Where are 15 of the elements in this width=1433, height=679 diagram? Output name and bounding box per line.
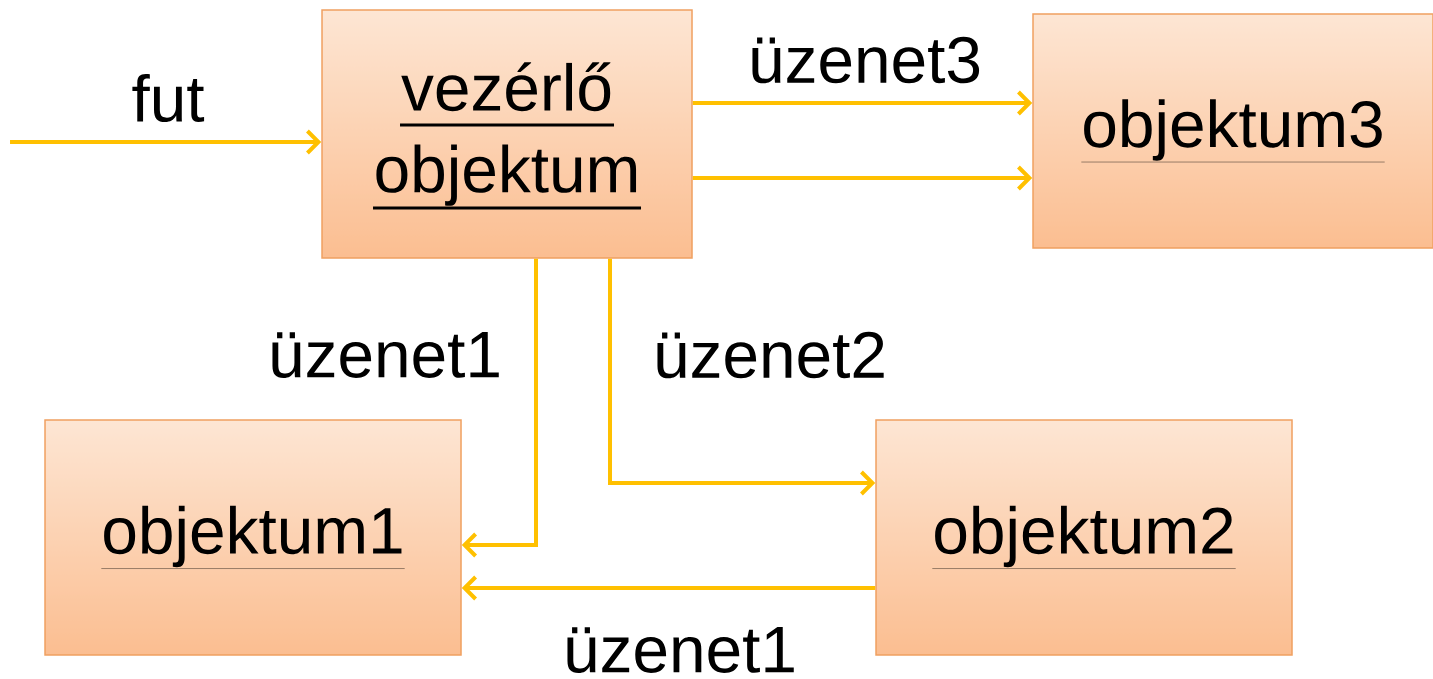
edge-label: üzenet3 — [752, 36, 980, 84]
arrow — [692, 165, 1033, 191]
edge-label: fut — [132, 73, 205, 123]
arrow — [461, 258, 538, 558]
arrow — [461, 575, 876, 601]
object-box: objektum1 — [44, 419, 462, 656]
object-box: objektum2 — [875, 419, 1293, 656]
arrow — [10, 129, 322, 155]
edge-label: üzenet2 — [657, 331, 884, 379]
edge-label: üzenet1 — [567, 627, 794, 673]
object-box: objektum3 — [1032, 13, 1433, 249]
arrow — [692, 90, 1033, 116]
edge-label: üzenet1 — [272, 332, 499, 378]
arrow — [608, 258, 876, 496]
object-box: vezérlő objektum — [321, 9, 693, 259]
